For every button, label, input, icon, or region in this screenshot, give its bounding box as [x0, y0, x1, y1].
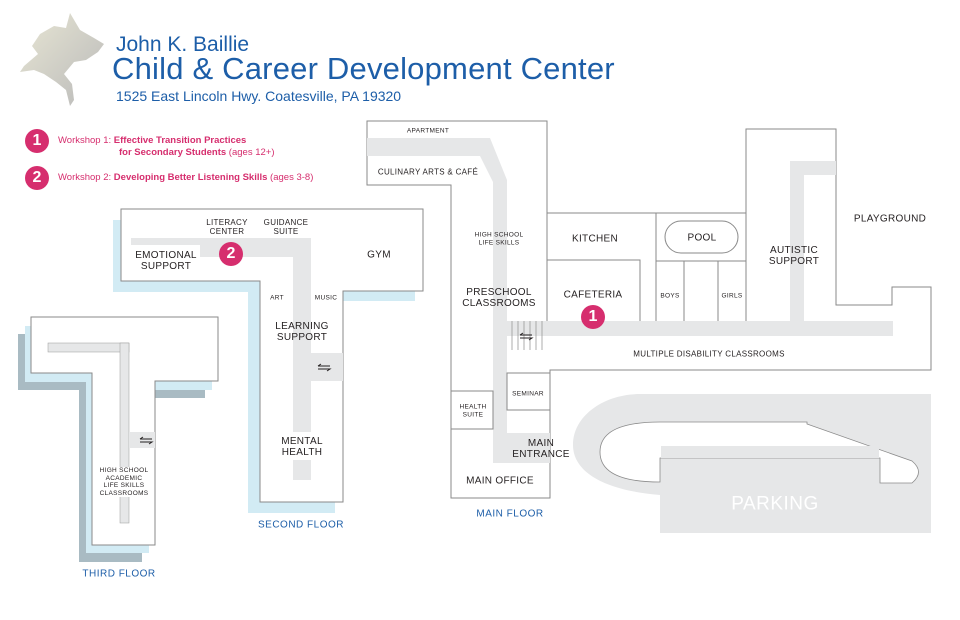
legend-item-2: Workshop 2: Developing Better Listening … — [58, 172, 313, 183]
legend-prefix: Workshop 1: — [58, 135, 114, 146]
second-floor-plan — [113, 208, 424, 513]
legend-item-1: Workshop 1: Effective Transition Practic… — [58, 135, 246, 146]
room-music: MUSIC — [314, 294, 338, 302]
room-literacy-center: LITERACY CENTER — [206, 218, 248, 236]
stairs-arrow-icons — [139, 332, 534, 445]
room-hs-life-skills: HIGH SCHOOL LIFE SKILLS — [474, 231, 524, 247]
room-seminar: SEMINAR — [512, 390, 544, 398]
pool-outline — [664, 220, 739, 254]
legend-marker-2: 2 — [25, 166, 49, 190]
main-floor-label: MAIN FLOOR — [476, 508, 544, 520]
room-preschool: PRESCHOOL CLASSROOMS — [462, 287, 536, 309]
room-apartment: APARTMENT — [406, 127, 450, 135]
room-health-suite: HEALTH SUITE — [459, 403, 487, 419]
stairs — [129, 432, 155, 448]
address: 1525 East Lincoln Hwy. Coatesville, PA 1… — [116, 88, 402, 104]
room-playground: PLAYGROUND — [853, 213, 927, 225]
workshop-2-marker[interactable]: 2 — [219, 242, 243, 266]
room-girls: GIRLS — [721, 292, 743, 300]
stairs — [307, 353, 343, 381]
legend-item-1-line2: for Secondary Students (ages 12+) — [119, 147, 275, 158]
room-pool: POOL — [687, 232, 717, 244]
room-mental-health: MENTAL HEALTH — [281, 436, 323, 458]
room-boys: BOYS — [660, 292, 680, 300]
room-main-office: MAIN OFFICE — [466, 475, 534, 487]
room-kitchen: KITCHEN — [572, 233, 618, 245]
legend-prefix: Workshop 2: — [58, 172, 114, 183]
legend-marker-1: 1 — [25, 129, 49, 153]
room-art: ART — [270, 294, 284, 302]
room-autistic-support: AUTISTIC SUPPORT — [768, 245, 820, 267]
school-name: John K. Baillie — [116, 33, 250, 56]
parking-label: PARKING — [731, 493, 819, 515]
workshop-1-marker[interactable]: 1 — [581, 305, 605, 329]
legend-ages: (ages 3-8) — [267, 172, 314, 183]
legend-title: for Secondary Students — [119, 147, 227, 158]
third-floor-label: THIRD FLOOR — [82, 568, 156, 580]
room-learning-support: LEARNING SUPPORT — [275, 321, 329, 343]
legend-title: Developing Better Listening Skills — [113, 172, 268, 183]
room-emotional-support: EMOTIONAL SUPPORT — [135, 250, 197, 272]
room-multiple-disability: MULTIPLE DISABILITY CLASSROOMS — [633, 349, 785, 359]
third-floor-plan — [18, 316, 219, 562]
room-cafeteria: CAFETERIA — [563, 289, 623, 301]
room-guidance-suite: GUIDANCE SUITE — [263, 218, 309, 236]
second-floor-label: SECOND FLOOR — [257, 519, 345, 531]
legend-title: Effective Transition Practices — [113, 135, 247, 146]
main-floor-plan — [366, 120, 932, 533]
room-gym: GYM — [367, 249, 391, 261]
husky-logo-icon — [20, 13, 104, 106]
legend-ages: (ages 12+) — [226, 147, 275, 158]
room-culinary: CULINARY ARTS & CAFÉ — [377, 167, 479, 177]
center-title: Child & Career Development Center — [112, 51, 615, 86]
main-entrance: MAIN ENTRANCE — [512, 438, 570, 460]
room-hs-academic-life-skills: HIGH SCHOOL ACADEMIC LIFE SKILLS CLASSRO… — [99, 467, 149, 497]
